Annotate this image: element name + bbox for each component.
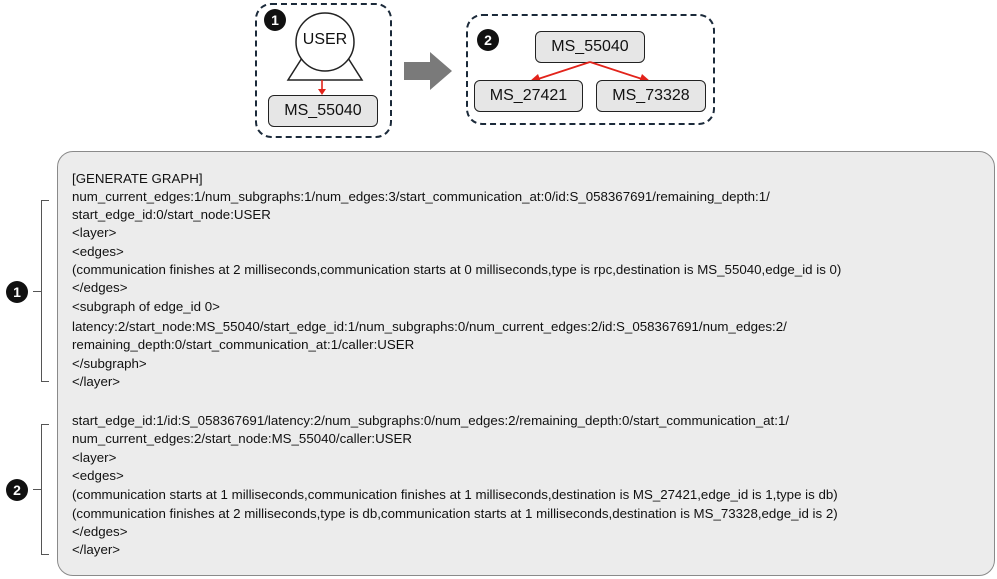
text-line: </layer> <box>72 374 121 389</box>
text-line: start_edge_id:1/id:S_058367691/latency:2… <box>72 413 790 428</box>
text-line: </edges> <box>72 524 128 539</box>
text-line: num_current_edges:1/num_subgraphs:1/num_… <box>72 189 770 204</box>
panel-2-badge: 2 <box>477 29 499 51</box>
text-line: [GENERATE GRAPH] <box>72 171 203 186</box>
text-line: (communication finishes at 2 millisecond… <box>72 506 838 521</box>
text-line: latency:2/start_node:MS_55040/start_edge… <box>72 319 787 334</box>
text-line: remaining_depth:0/start_communication_at… <box>72 337 415 352</box>
node-ms-73328: MS_73328 <box>596 80 706 112</box>
panel-2 <box>466 14 715 125</box>
panel-1 <box>255 3 392 138</box>
node-ms-27421: MS_27421 <box>474 80 583 112</box>
brace-section-1-tick <box>33 291 42 292</box>
brace-section-2-tick <box>33 489 42 490</box>
text-line: </layer> <box>72 542 121 557</box>
text-line: </subgraph> <box>72 356 147 371</box>
user-label: USER <box>302 31 348 48</box>
text-line: start_edge_id:0/start_node:USER <box>72 207 271 222</box>
section-2-badge: 2 <box>6 479 28 501</box>
text-line: <subgraph of edge_id 0> <box>72 299 220 314</box>
brace-section-1 <box>41 200 49 382</box>
generate-graph-text-panel <box>57 151 995 576</box>
text-line: </edges> <box>72 280 128 295</box>
text-line: <edges> <box>72 468 124 483</box>
node-ms-55040-root: MS_55040 <box>535 31 645 63</box>
user-to-node-edge <box>318 80 326 95</box>
panel-1-badge: 1 <box>264 9 286 31</box>
user-icon <box>286 12 364 81</box>
text-line: <layer> <box>72 225 117 240</box>
text-line: num_current_edges:2/start_node:MS_55040/… <box>72 431 413 446</box>
text-line: <edges> <box>72 244 124 259</box>
text-line: (communication finishes at 2 millisecond… <box>72 262 842 277</box>
flow-arrow <box>404 52 452 90</box>
text-line: (communication starts at 1 milliseconds,… <box>72 487 838 502</box>
brace-section-2 <box>41 424 49 555</box>
node-ms-55040-panel1: MS_55040 <box>268 95 378 127</box>
section-1-badge: 1 <box>6 281 28 303</box>
text-line: <layer> <box>72 450 117 465</box>
